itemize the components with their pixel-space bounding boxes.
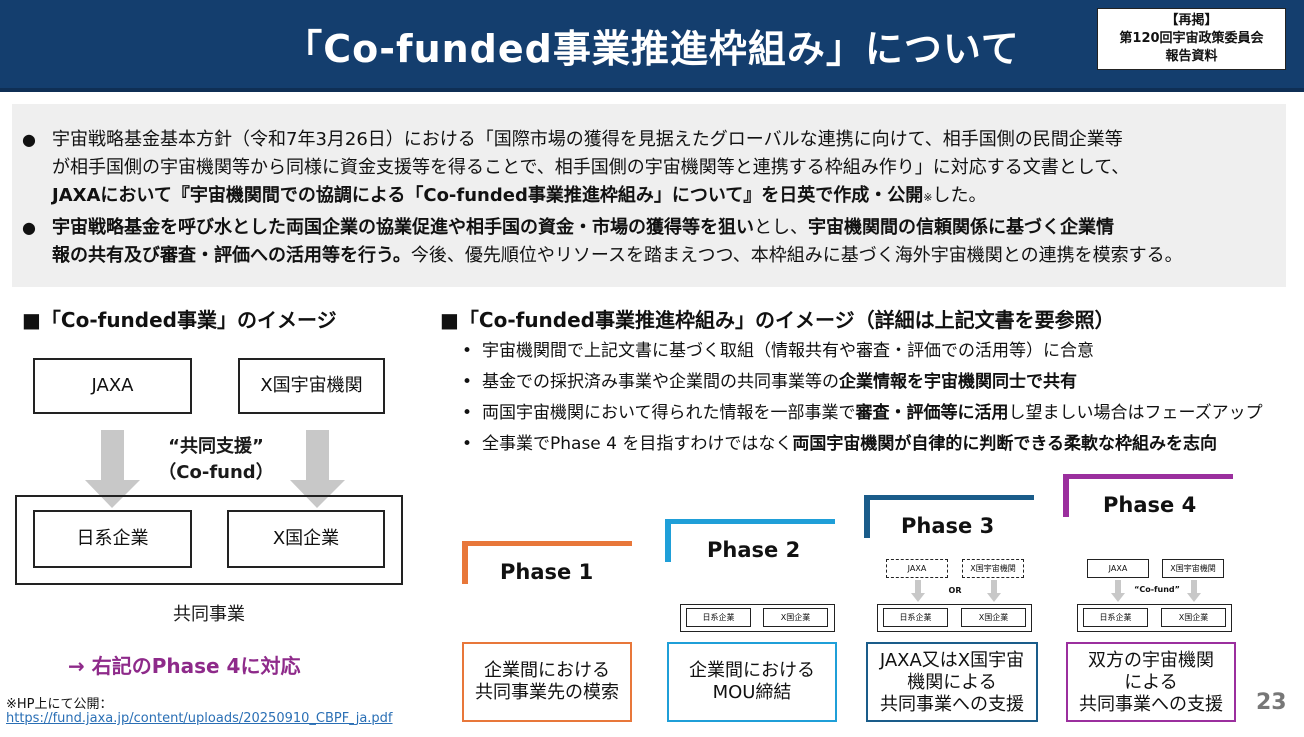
phase3-top-bar [864,495,1034,500]
phase4-mini-frame [1077,604,1232,632]
right-section-heading: ■「Co-funded事業推進枠組み」のイメージ（詳細は上記文書を要参照） [440,308,1115,332]
joint-project-label: 共同事業 [173,604,245,625]
phase3-text-2: 機関による [907,672,997,693]
list-item: 両国宇宙機関において得られた情報を一部事業で審査・評価等に活用し望ましい場合はフ… [460,398,1263,429]
bullet1-line3: JAXAにおいて『宇宙機関間での協調による「Co-funded事業推進枠組み」に… [52,182,1292,212]
phase4-mini-x: X国企業 [1161,608,1226,627]
phase3-label: Phase 3 [901,514,995,538]
phase3-mini-x: X国企業 [961,608,1026,627]
phase3-arrow-left-icon [911,580,925,602]
bullet1-line2: が相手国側の宇宙機関等から同様に資金支援等を得ることで、相手国側の宇宙機関等と連… [52,157,1130,178]
badge-line-2: 第120回宇宙政策委員会 [1119,31,1264,46]
page-title: 「Co-funded事業推進枠組み」について [284,27,1020,71]
bullet2-line2: 報の共有及び審査・評価への活用等を行う。今後、優先順位やリソースを踏まえつつ、本… [52,242,1292,270]
bullet-dot: ● [22,130,36,149]
phase3-side-bar [864,495,870,538]
joint-project-frame [15,495,403,585]
bullet2-bold-1: 宇宙戦略基金を呼び水とした両国企業の協業促進や相手国の資金・市場の獲得等を狙い [52,217,754,238]
phase1-side-bar [462,541,468,584]
bullet1-line1: 宇宙戦略基金基本方針（令和7年3月26日）における「国際市場の獲得を見据えたグロ… [52,129,1123,150]
phase4-mini-xagency: X国宇宙機関 [1162,559,1224,578]
phase2-text-2: MOU締結 [712,682,792,703]
phase4-text-2: による [1124,672,1178,693]
phase2-side-bar [665,519,671,562]
co-fund-label: “共同支援” （Co-fund） [142,434,290,486]
phase4-arrow-left-icon [1111,580,1125,602]
jp-company-box: 日系企業 [33,510,192,568]
footnote-label: ※HP上にて公開： [6,697,113,712]
co-fund-line-2: （Co-fund） [158,462,274,483]
phase3-mini-xagency: X国宇宙機関 [962,559,1024,578]
report-badge: 【再掲】 第120回宇宙政策委員会 報告資料 [1097,8,1286,70]
phase4-arrow-right-icon [1187,580,1201,602]
phase4-cofund: “Co-fund” [1134,585,1180,594]
summary-panel [12,104,1286,287]
phase1-text-2: 共同事業先の模索 [475,682,619,703]
phase4-top-bar [1063,474,1233,479]
phase2-mini-jp: 日系企業 [686,608,751,627]
co-fund-line-1: “共同支援” [168,436,264,457]
phase1-top-bar [462,541,632,546]
down-arrow-left-icon [85,430,140,508]
phase3-text-3: 共同事業への支援 [880,694,1024,715]
bullet1-note-mark: ※ [923,191,933,204]
source-url-link[interactable]: https://fund.jaxa.jp/content/uploads/202… [6,711,393,726]
badge-line-1: 【再掲】 [1165,13,1218,28]
jaxa-box: JAXA [33,358,192,414]
list-item: 基金での採択済み事業や企業間の共同事業等の企業情報を宇宙機関同士で共有 [460,367,1263,398]
page-number: 23 [1256,690,1287,715]
x-agency-box: X国宇宙機関 [238,358,385,414]
bullet2-line1: 宇宙戦略基金を呼び水とした両国企業の協業促進や相手国の資金・市場の獲得等を狙いと… [52,214,1292,242]
phase4-side-bar [1063,474,1069,517]
phase2-mini-frame [680,604,835,632]
phase3-mini-frame [877,604,1032,632]
phase3-text-1: JAXA又はX国宇宙 [879,650,1025,671]
phase3-or: OR [948,586,962,595]
phase4-label: Phase 4 [1103,493,1197,517]
phase4-mini-jaxa: JAXA [1087,559,1149,578]
badge-line-3: 報告資料 [1165,49,1218,64]
down-arrow-right-icon [290,430,345,508]
framework-bullet-list: 宇宙機関間で上記文書に基づく取組（情報共有や審査・評価での活用等）に合意 基金で… [460,336,1263,460]
bullet-dot: ● [22,218,36,237]
phase3-mini-jp: 日系企業 [883,608,948,627]
phase1-box: 企業間における 共同事業先の模索 [462,642,632,722]
phase2-box: 企業間における MOU締結 [667,642,837,722]
phase1-label: Phase 1 [500,560,594,584]
header-underline [0,88,1304,92]
header-bar [0,0,1304,88]
phase4-text-1: 双方の宇宙機関 [1088,650,1214,671]
phase2-top-bar [665,519,835,524]
phase2-mini-x: X国企業 [763,608,828,627]
phase4-box: 双方の宇宙機関 による 共同事業への支援 [1066,642,1236,722]
bullet2-mid: とし、 [754,217,808,238]
phase2-text-1: 企業間における [689,660,815,681]
phase1-text-1: 企業間における [484,660,610,681]
bullet1-bold: JAXAにおいて『宇宙機関間での協調による「Co-funded事業推進枠組み」に… [52,185,924,206]
phase3-mini-jaxa: JAXA [886,559,948,578]
list-item: 宇宙機関間で上記文書に基づく取組（情報共有や審査・評価での活用等）に合意 [460,336,1263,367]
x-company-box: X国企業 [227,510,385,568]
bullet2-end: 今後、優先順位やリソースを踏まえつつ、本枠組みに基づく海外宇宙機関との連携を模索… [410,245,1183,266]
phase2-label: Phase 2 [707,538,801,562]
phase3-box: JAXA又はX国宇宙 機関による 共同事業への支援 [866,642,1038,722]
bullet2-bold-3: 報の共有及び審査・評価への活用等を行う。 [52,245,411,266]
list-item: 全事業でPhase 4 を目指すわけではなく両国宇宙機関が自律的に判断できる柔軟… [460,429,1263,460]
phase4-text-3: 共同事業への支援 [1079,694,1223,715]
phase3-arrow-right-icon [987,580,1001,602]
bullet2-bold-2: 宇宙機関間の信頼関係に基づく企業情 [808,217,1114,238]
left-section-heading: ■「Co-funded事業」のイメージ [22,308,337,332]
phase4-mini-jp: 日系企業 [1083,608,1148,627]
phase4-correspondence-note: → 右記のPhase 4に対応 [68,654,301,678]
bullet1-end: した。 [932,185,987,206]
